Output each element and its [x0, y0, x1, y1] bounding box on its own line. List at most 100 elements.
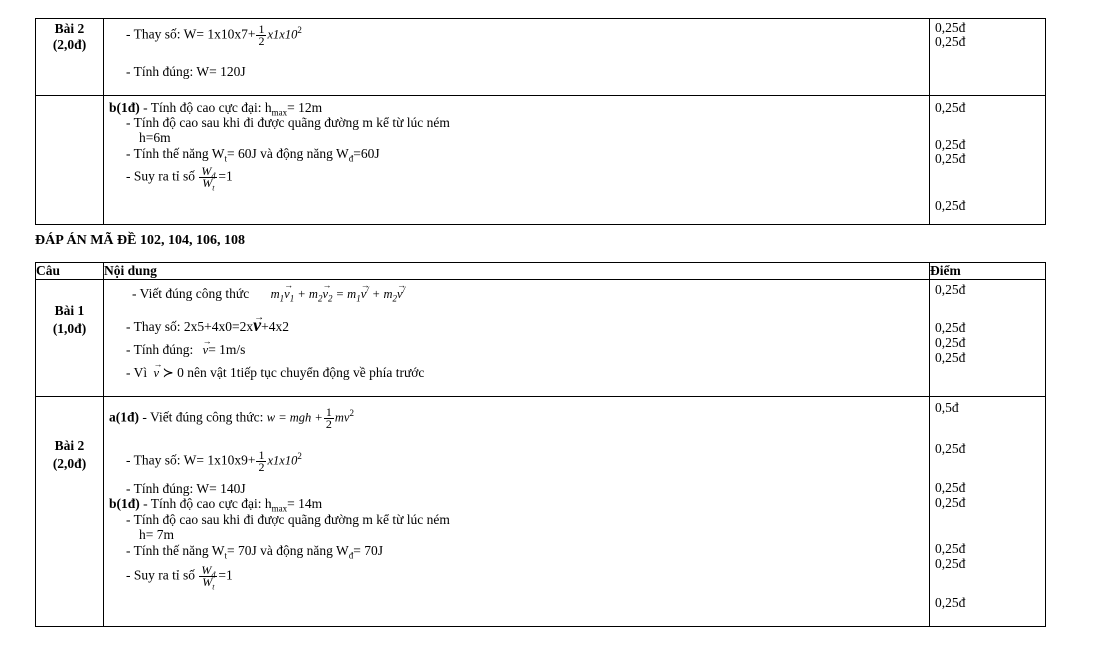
energy-line: - Tính thế năng Wt= 60J và động năng Wđ=… [126, 146, 380, 164]
header-diem: Điểm [929, 262, 1046, 280]
q2-ratio-den-w: W [202, 575, 213, 589]
q2-frac-den-b: 2 [258, 460, 265, 474]
q2-energy-line: - Tính thế năng Wt= 70J và động năng Wđ=… [126, 543, 383, 561]
q2-part-a-text: - Viết đúng công thức: [139, 409, 264, 425]
q2-score-3: 0,25đ [935, 480, 966, 495]
height-line-2: h=6m [139, 130, 171, 145]
header-cau: Câu [35, 262, 104, 280]
ratio-num-sub: đ [211, 171, 216, 181]
q2-ratio-num-w: W [201, 563, 212, 577]
ratio-den-w: W [202, 176, 213, 190]
q1-formula-line: - Viết đúng công thức m1v1 + m2v2 = m1v/… [132, 278, 406, 303]
q1-correct-prefix: - Tính đúng: [126, 342, 194, 357]
q2-formula-exp: 2 [349, 408, 354, 419]
q2-label-cell: Bài 2 (2,0đ) [35, 396, 104, 627]
energy-t: t [224, 153, 227, 164]
header-noi-dung: Nội dung [103, 262, 930, 280]
q1-score-2: 0,25đ [935, 320, 966, 335]
question-label: Bài 2 [54, 21, 85, 36]
q2-part-b-sub: max [271, 503, 288, 514]
part-b-sub: max [271, 107, 288, 118]
momentum-formula: m1v1 + m2v2 = m1v/ + m2v/ [271, 278, 406, 303]
velocity-vector: v [253, 310, 264, 334]
correct-result-line: - Tính đúng: W= 120J [126, 64, 246, 79]
q2-score-1: 0,5đ [935, 400, 959, 415]
q2-frac-num-b: 1 [256, 448, 267, 462]
q2-part-b-rest: = 14m [287, 496, 323, 511]
q2-energy-d: đ [348, 550, 354, 561]
q1-because-mid: ≻ 0 [162, 365, 184, 380]
q2-correct-line: - Tính đúng: W= 140J [126, 481, 246, 496]
ratio-den: Wt [199, 176, 217, 192]
frac-num: 1 [256, 22, 267, 36]
q2-score-7: 0,25đ [935, 595, 966, 610]
q2-substitute-exp: 2 [297, 451, 302, 462]
q2-ratio-den-sub: t [212, 582, 215, 592]
q2-ratio-value: =1 [218, 567, 233, 583]
top-question-cell: Bài 2 (2,0đ) [35, 18, 104, 96]
answer-key-heading: ĐÁP ÁN MÃ ĐỀ 102, 104, 106, 108 [35, 233, 245, 248]
substitute-exp: 2 [297, 25, 302, 36]
q1-label-cell: Bài 1 (1,0đ) [35, 279, 104, 397]
energy-mid: = 60J và động năng W [227, 146, 349, 161]
energy-prefix: - Tính thế năng W [126, 146, 225, 161]
q1-label: Bài 1 [54, 303, 85, 318]
part-b-label: b(1đ) [109, 100, 140, 115]
score-5: 0,25đ [935, 151, 966, 166]
q1-score-cell: 0,25đ 0,25đ 0,25đ 0,25đ [929, 279, 1046, 397]
q2-label: Bài 2 [54, 438, 85, 453]
q1-substitute-prefix: - Thay số: 2x5+4x0=2x [126, 319, 254, 334]
q2-points: (2,0đ) [52, 456, 87, 471]
q2-energy-mid: = 70J và động năng W [227, 543, 349, 558]
score-6: 0,25đ [935, 198, 966, 213]
bottom-answer-table: Câu Nội dung Điểm Bài 1 (1,0đ) - Viết đú… [35, 262, 1046, 627]
q2-part-b-label: b(1đ) [109, 496, 140, 511]
q2-score-6: 0,25đ [935, 556, 966, 571]
q2-ratio-num: Wđ [199, 563, 218, 579]
q2-frac-den-a: 2 [325, 417, 332, 431]
q1-score-1: 0,25đ [935, 282, 966, 297]
q2-part-a-label: a(1đ) [109, 409, 139, 425]
q2-score-cell: 0,5đ 0,25đ 0,25đ 0,25đ 0,25đ 0,25đ 0,25đ [929, 396, 1046, 627]
q2-substitute-suffix: x1x10 [267, 453, 298, 468]
q1-score-3: 0,25đ [935, 335, 966, 350]
q2-ratio-den: Wt [199, 575, 217, 592]
q1-score-4: 0,25đ [935, 350, 966, 365]
top-question-cell-b [35, 95, 104, 225]
q1-substitute-line: - Thay số: 2x5+4x0=2xv+4x2 [126, 310, 289, 334]
top-score-cell-b: 0,25đ 0,25đ 0,25đ 0,25đ [929, 95, 1046, 225]
v-vector-2: v [154, 357, 162, 381]
q2-part-b-line: b(1đ) - Tính độ cao cực đại: hmax= 14m [109, 496, 323, 514]
top-score-cell-a: 0,25đ 0,25đ [929, 18, 1046, 96]
ratio-value: =1 [218, 168, 233, 184]
q1-because-line: - Vì v ≻ 0 nên vật 1tiếp tục chuyển động… [126, 357, 424, 381]
score-4: 0,25đ [935, 137, 966, 152]
top-content-cell-b: b(1đ) - Tính độ cao cực đại: hmax= 12m -… [103, 95, 930, 225]
ratio-num-w: W [201, 164, 212, 178]
q2-height-line-1: - Tính độ cao sau khi đi được quãng đườn… [126, 512, 450, 527]
q2-substitute-prefix: - Thay số: W= 1x10x9+ [126, 452, 256, 468]
q2-height-line-2: h= 7m [139, 527, 174, 542]
score-2: 0,25đ [935, 34, 966, 49]
q1-because-prefix: - Vì [126, 365, 148, 380]
score-3: 0,25đ [935, 100, 966, 115]
q1-correct-line: - Tính đúng: v= 1m/s [126, 334, 245, 358]
substitute-suffix: x1x10 [267, 27, 298, 42]
ratio-num: Wđ [199, 164, 218, 181]
q2-score-2: 0,25đ [935, 441, 966, 456]
part-b-rest: = 12m [287, 100, 323, 115]
energy-suffix: =60J [353, 146, 380, 161]
q2-energy-t: t [224, 550, 227, 561]
q2-score-5: 0,25đ [935, 541, 966, 556]
